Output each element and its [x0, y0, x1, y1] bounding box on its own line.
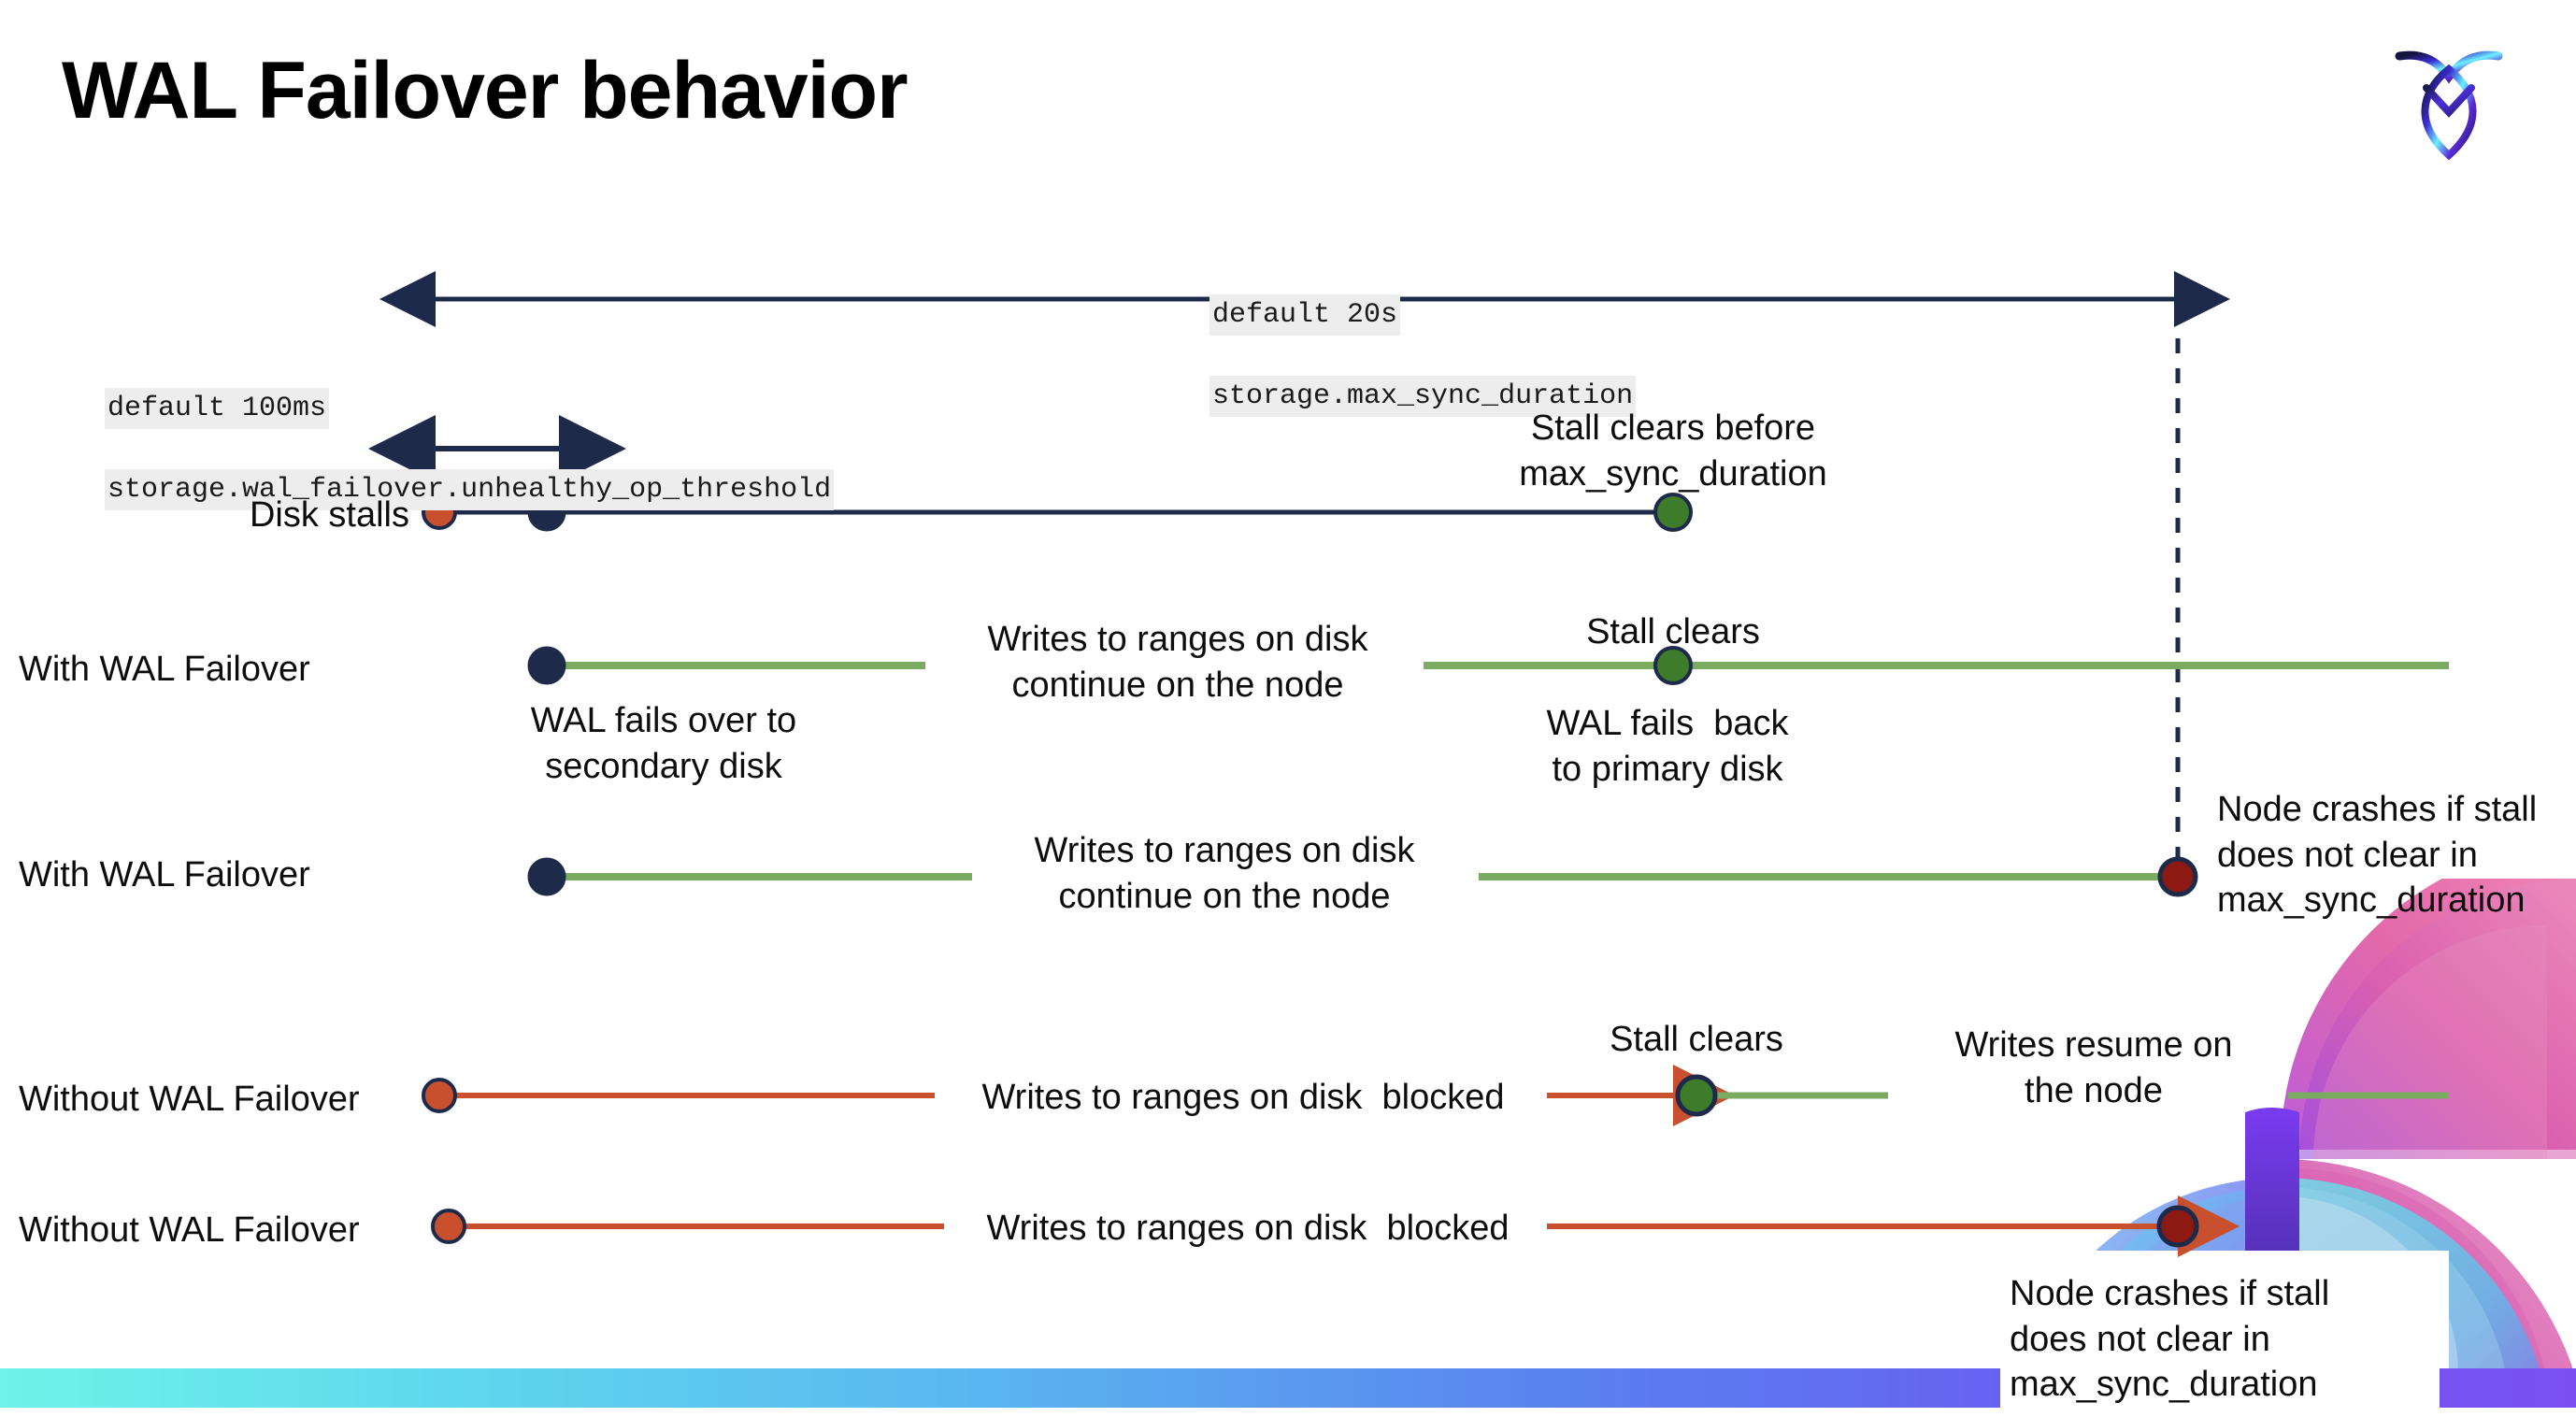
annotation-writes-continue-row2: Writes to ranges on disk continue on the… [987, 620, 1368, 705]
row-with-failover-clears-line [527, 646, 2449, 685]
marker-node-crash [2156, 1205, 2199, 1248]
row-label-without-failover-clears: Without WAL Failover [19, 1080, 360, 1119]
annotation-stall-clears-row4: Stall clears [1610, 1020, 1783, 1059]
row-without-failover-crash-line [431, 1195, 2240, 1257]
cockroachdb-logo-icon [2395, 50, 2503, 161]
marker-stall-start [422, 1078, 457, 1113]
annotation-disk-stall-clears: Stall clears before max_sync_duration [1519, 408, 1827, 494]
row-label-disk-stalls: Disk stalls [249, 495, 409, 535]
annotation-stall-clears-row2: Stall clears [1586, 612, 1760, 651]
row-label-with-failover-clears: With WAL Failover [19, 650, 310, 689]
annotation-node-crash-row3: Node crashes if stall does not clear in … [2217, 790, 2538, 921]
marker-failover [527, 857, 566, 896]
marker-stall-clears [1675, 1074, 1718, 1117]
max-sync-setting-name: storage.max_sync_duration [1209, 375, 1637, 418]
annotation-wal-fails-over: WAL fails over to secondary disk [530, 701, 797, 786]
annotation-writes-continue-row3: Writes to ranges on disk continue on the… [1034, 831, 1415, 916]
max-sync-default-label: default 20s [1209, 293, 1401, 336]
page-title: WAL Failover behavior [62, 46, 909, 136]
marker-stall-clears [1653, 493, 1693, 532]
marker-failover [527, 646, 566, 685]
annotation-node-crash-row5: Node crashes if stall does not clear in … [2000, 1266, 2440, 1417]
annotation-wal-fails-back: WAL fails back to primary disk [1546, 704, 1789, 789]
annotation-writes-resume: Writes resume on the node [1954, 1025, 2233, 1110]
max-sync-duration-setting: default 20s storage.max_sync_duration [1142, 254, 1637, 457]
marker-stall-clears [1653, 646, 1693, 685]
row-without-failover-clears-line [422, 1065, 2449, 1126]
marker-stall-start [431, 1209, 466, 1244]
unhealthy-op-setting-name: storage.wal_failover.unhealthy_op_thresh… [105, 468, 835, 511]
row-label-with-failover-crash: With WAL Failover [19, 855, 310, 895]
unhealthy-op-default-label: default 100ms [105, 387, 330, 430]
row-label-without-failover-crash: Without WAL Failover [19, 1210, 360, 1250]
annotation-writes-blocked-row5: Writes to ranges on disk blocked [986, 1209, 1510, 1248]
marker-node-crash [2157, 856, 2198, 897]
row-with-failover-crash-line [527, 856, 2198, 897]
unhealthy-op-threshold-setting: default 100ms storage.wal_failover.unhea… [37, 348, 835, 551]
annotation-writes-blocked-row4: Writes to ranges on disk blocked [981, 1078, 1505, 1117]
